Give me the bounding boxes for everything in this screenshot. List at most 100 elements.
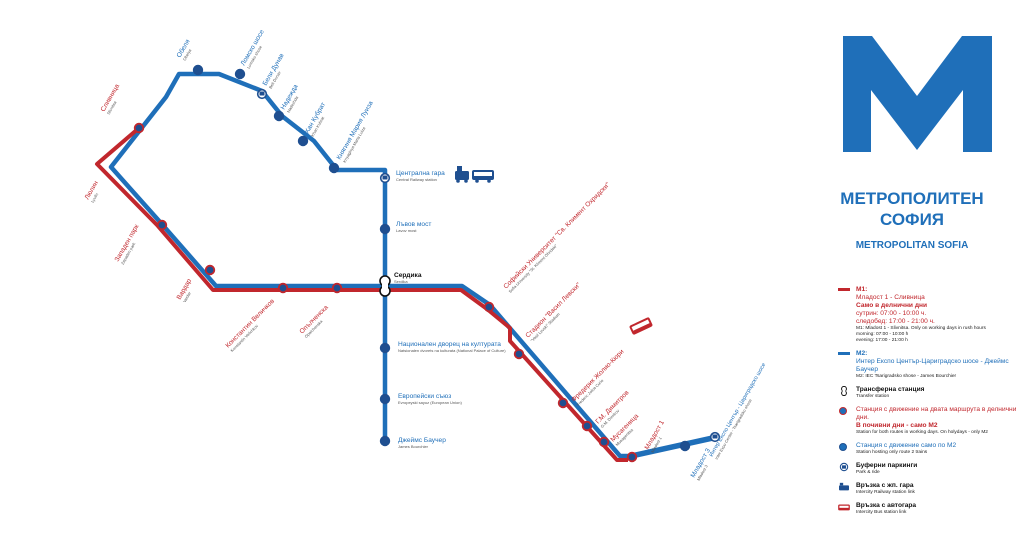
legend-m2-route: Интер Експо Център-Цариградско шосе - Дж… [856, 358, 1009, 373]
label-central-station: Централна гара [396, 170, 445, 177]
legend-bus-label: Връзка с автогара [856, 502, 917, 509]
legend-both-en: Station for both routes in working days.… [856, 430, 988, 435]
m2-swatch [838, 352, 850, 355]
legend-parking-label: Буферни паркинги [856, 462, 918, 469]
legend-transfer-en: Transfer station [856, 394, 890, 399]
legend-m1-en2: morning: 07:00 - 10:00 h [856, 332, 909, 337]
label-eu: Европейски съюз [398, 392, 451, 400]
legend-both-label: Станция с движение на двата маршрута в д… [856, 406, 1017, 421]
legend-parking: Буферни паркинги Park & ride [830, 462, 1020, 476]
legend-rail-en: Intercity Railway station link [856, 490, 915, 495]
legend-m1-route: Младост 1 - Сливница [856, 294, 925, 301]
train-legend-icon [839, 482, 849, 491]
station-konstantin[interactable] [277, 282, 289, 294]
label-sofia-uni-en: Sofia University "St. Kliment Ohridski" [507, 243, 558, 294]
label-konstantin: Константин Величков [224, 298, 276, 350]
transfer-icon [841, 386, 847, 396]
label-sofia-uni: Софийски Университет "Св. Климент Охридс… [502, 180, 612, 290]
train-icon [455, 166, 469, 183]
parking-icon[interactable] [709, 431, 721, 443]
station-mladost3[interactable] [679, 440, 691, 452]
legend-m2-only-label: Станция с движение само по М2 [856, 442, 957, 449]
label-serdika-en: Serdika [394, 279, 408, 284]
legend-m2: М2: Интер Експо Център-Цариградско шосе … [830, 350, 1020, 380]
legend-rail-label: Връзка с жп. гара [856, 482, 914, 489]
legend-m2-en: M2: IEC Tsarigradsko shose - James Bourc… [856, 374, 957, 379]
legend-both-holiday: В почивни дни - само М2 [856, 422, 938, 429]
station-ndk[interactable] [379, 342, 391, 354]
legend-m1-en3: evening: 17:00 - 21:00 h [856, 338, 908, 343]
m1-swatch [838, 288, 850, 291]
legend-transfer-label: Трансферна станция [856, 386, 925, 393]
station-markers [133, 64, 721, 463]
label-bourchier: Джеймс Баучер [398, 436, 446, 444]
station-slivnitsa[interactable] [133, 122, 145, 134]
legend-m2-only: Станция с движение само по М2 Station ho… [830, 442, 1020, 456]
legend-rail: Връзка с жп. гара Intercity Railway stat… [830, 482, 1020, 496]
label-central-station-en: Central Railway station [396, 177, 437, 182]
transfer-station-serdika[interactable] [379, 275, 391, 297]
brand-title-line1: МЕТРОПОЛИТЕН [840, 189, 984, 208]
station-lavov-most[interactable] [379, 223, 391, 235]
legend-bus: Връзка с автогара Intercity Bus station … [830, 502, 1020, 516]
label-vardar-en: Vardar [182, 290, 193, 303]
legend: М1: Младост 1 - Сливница Само в делнични… [830, 286, 1020, 522]
station-obelya[interactable] [192, 64, 204, 76]
both-routes-station-icon [839, 407, 847, 415]
label-bourchier-en: James Bourchier [398, 444, 429, 449]
station-joliot-curie[interactable] [557, 397, 569, 409]
bus-icon [472, 170, 494, 183]
legend-m1-morning: сутрин: 07:00 - 10:00 ч. [856, 310, 927, 317]
station-nadezhda[interactable] [273, 110, 285, 122]
label-lyulin-en: Lyulin [90, 192, 99, 203]
m2-only-station-icon [839, 443, 847, 451]
legend-bus-en: Intercity Bus station link [856, 510, 907, 515]
legend-m2-title: М2: [856, 350, 868, 357]
station-vasil-levski[interactable] [513, 348, 525, 360]
station-mladost1[interactable] [626, 451, 638, 463]
station-eu[interactable] [379, 393, 391, 405]
label-joliot-curie: Фредерик Жолио-Кюри [570, 348, 625, 403]
label-lavov-most: Лъвов мост [396, 221, 431, 228]
label-lavov-most-en: Lavov most [396, 228, 417, 233]
parking-icon[interactable] [379, 172, 391, 184]
label-serdika: Сердика [394, 272, 422, 279]
metro-logo-icon [843, 36, 992, 152]
legend-m1-weekday: Само в делнични дни [856, 302, 928, 309]
label-obelya-en: Obelya [182, 47, 193, 61]
brand-subtitle: METROPOLITAN SOFIA [855, 240, 969, 251]
legend-m1-en1: M1: Mladost 1 - Slivnitsa. Only on worki… [856, 326, 986, 331]
station-gm-dimitrov[interactable] [581, 420, 593, 432]
station-sofia-uni[interactable] [483, 301, 495, 313]
station-han-kubrat[interactable] [297, 135, 309, 147]
station-zapaden-park[interactable] [156, 219, 168, 231]
label-iec: Интер Експо Център - Цариградско шосе [709, 362, 768, 458]
label-vasil-levski: Стадион "Васил Левски" [524, 281, 582, 339]
legend-m1: М1: Младост 1 - Сливница Само в делнични… [830, 286, 1020, 344]
label-eu-en: Evropeyski sayuz (European Union) [398, 400, 462, 405]
legend-m1-evening: следобед: 17:00 - 21:00 ч. [856, 318, 935, 325]
station-lomsko[interactable] [234, 68, 246, 80]
m2-line-path [108, 71, 716, 459]
legend-m1-title: М1: [856, 286, 868, 293]
bus-legend-icon [838, 504, 850, 511]
parking-icon[interactable] [256, 88, 268, 100]
brand-block: МЕТРОПОЛИТЕН СОФИЯ METROPOLITAN SOFIA [822, 28, 1002, 251]
station-vardar[interactable] [204, 264, 216, 276]
legend-both: Станция с движение на двата маршрута в д… [830, 406, 1020, 436]
station-musagenitsa[interactable] [598, 436, 610, 448]
label-ndk: Национален дворец на културата [398, 341, 501, 348]
label-iec-en: Inter Expo Center - Tsarigradsko shose [714, 397, 753, 460]
station-knyaginya[interactable] [328, 162, 340, 174]
legend-m2-only-en: Station hosting only route 2 trains [856, 450, 928, 455]
label-knyaginya: Княгиня Мария Луиза [336, 100, 375, 161]
bus-icon [629, 317, 653, 335]
legend-parking-en: Park & ride [856, 470, 880, 475]
station-opalchenska[interactable] [331, 282, 343, 294]
label-gm-dimitrov: Г.М. Димитров [594, 389, 630, 425]
label-ndk-en: Natsionalen dvorets na kulturata (Nation… [398, 348, 506, 353]
brand-title-line2: СОФИЯ [879, 210, 945, 229]
legend-transfer: Трансферна станция Transfer station [830, 386, 1020, 400]
station-bourchier[interactable] [379, 435, 391, 447]
